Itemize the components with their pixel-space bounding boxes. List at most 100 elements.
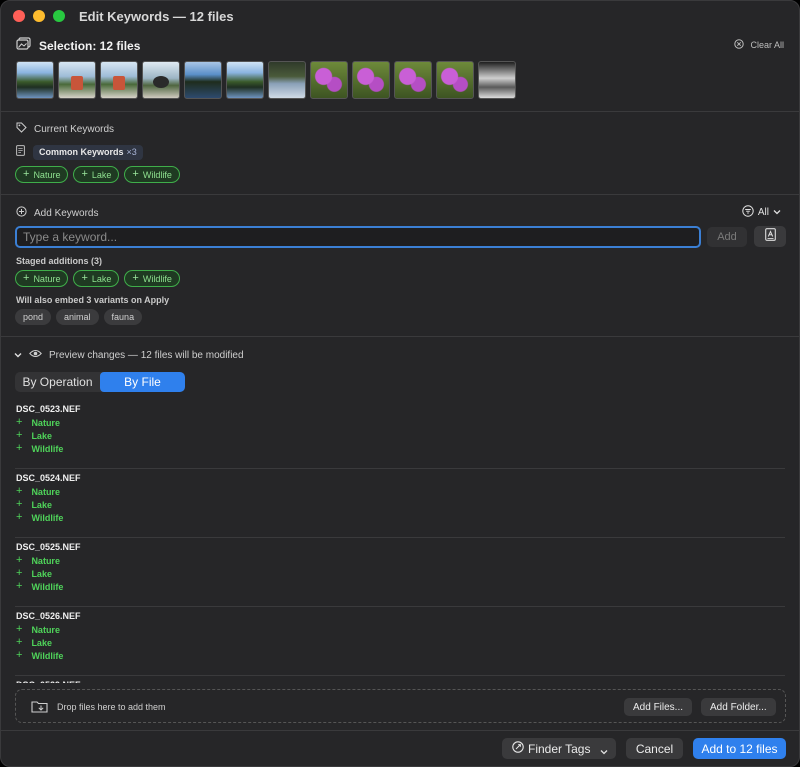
- add-keyword-button[interactable]: Add: [707, 227, 747, 247]
- plus-icon: +: [16, 511, 23, 523]
- plus-icon: +: [23, 272, 30, 284]
- keyword-chip[interactable]: +Lake: [73, 270, 120, 287]
- finder-tags-label: Finder Tags: [528, 741, 591, 756]
- preview-mode-segmented-control: By Operation By File: [15, 372, 185, 392]
- minimize-window-button[interactable]: [33, 10, 45, 22]
- add-operation: +Nature: [16, 555, 60, 567]
- keyword-chip[interactable]: +Lake: [73, 166, 120, 183]
- add-operation: +Wildlife: [16, 442, 63, 455]
- keyword-chip[interactable]: +Nature: [15, 166, 69, 183]
- file-name: DSC_0529.NEF: [16, 680, 81, 683]
- plus-icon: +: [16, 429, 23, 441]
- add-operation: + Lake: [16, 567, 52, 580]
- plus-icon: +: [16, 498, 23, 510]
- window-controls: [13, 10, 65, 22]
- current-keyword-chips: +Nature+Lake+Wildlife: [15, 166, 180, 183]
- variant-chip: animal: [56, 309, 99, 325]
- plus-icon: +: [16, 649, 23, 661]
- plus-icon: +: [16, 623, 23, 635]
- preview-changes-toggle[interactable]: Preview changes — 12 files will be modif…: [14, 349, 244, 361]
- plus-icon: +: [16, 442, 23, 454]
- tag-circle-icon: [512, 741, 524, 756]
- keyword-chip-label: Wildlife: [142, 169, 172, 180]
- close-window-button[interactable]: [13, 10, 25, 22]
- keyword-chip-label: Nature: [33, 169, 61, 180]
- variants-label: Will also embed 3 variants on Apply: [16, 295, 170, 305]
- add-folder-button[interactable]: Add Folder...: [701, 698, 776, 716]
- selection-thumbnail[interactable]: [142, 61, 180, 99]
- keyword-chip-label: Lake: [91, 273, 112, 284]
- tab-by-operation[interactable]: By Operation: [22, 375, 93, 389]
- divider: [1, 111, 799, 112]
- plus-icon: +: [81, 272, 88, 284]
- document-icon: [16, 143, 25, 161]
- selection-thumbnail[interactable]: [310, 61, 348, 99]
- file-name: DSC_0524.NEF: [16, 473, 81, 483]
- keyword-chip-label: Wildlife: [142, 273, 172, 284]
- file-name: DSC_0523.NEF: [16, 404, 81, 414]
- operation-keyword: Nature: [31, 487, 60, 497]
- keyword-chip[interactable]: +Wildlife: [124, 270, 180, 287]
- clear-circle-icon: [734, 39, 745, 51]
- plus-icon: +: [16, 416, 23, 428]
- staged-additions-label: Staged additions (3): [16, 256, 103, 266]
- add-keywords-header: Add Keywords: [16, 206, 98, 220]
- operation-keyword: Wildlife: [31, 513, 64, 523]
- clear-all-button[interactable]: Clear All: [734, 39, 784, 51]
- preview-file-item: DSC_0529.NEF+Nature+Lake+Wildlife: [15, 676, 785, 683]
- selection-thumbnail[interactable]: [268, 61, 306, 99]
- chevron-down-icon: [600, 744, 608, 758]
- title-bar: Edit Keywords — 12 files: [1, 1, 799, 31]
- add-keywords-label: Add Keywords: [34, 207, 99, 219]
- eye-icon: [29, 349, 42, 361]
- add-operation: +Nature: [16, 486, 60, 498]
- operation-keyword: Lake: [31, 500, 52, 510]
- plus-icon: +: [132, 168, 139, 180]
- selection-thumbnails: [16, 61, 516, 99]
- add-operation: +Wildlife: [16, 580, 63, 593]
- selection-thumbnail[interactable]: [16, 61, 54, 99]
- add-operation: + Lake: [16, 498, 52, 511]
- filter-dropdown[interactable]: All: [742, 205, 781, 220]
- tab-by-file[interactable]: By File: [100, 372, 185, 392]
- selection-thumbnail[interactable]: [58, 61, 96, 99]
- drop-zone[interactable]: Drop files here to add them Add Files...…: [15, 689, 786, 723]
- filter-value: All: [757, 207, 769, 218]
- keyword-input[interactable]: [15, 226, 701, 248]
- clear-all-label: Clear All: [750, 40, 784, 50]
- add-operation: + Wildlife: [16, 511, 64, 524]
- selection-thumbnail[interactable]: [436, 61, 474, 99]
- plus-icon: +: [16, 567, 23, 579]
- common-keywords-count: ×3: [126, 147, 137, 157]
- common-keywords-badge[interactable]: Common Keywords ×3: [33, 144, 143, 160]
- current-keywords-label: Current Keywords: [34, 123, 115, 135]
- operation-keyword: Lake: [31, 431, 52, 441]
- finder-tags-button[interactable]: Finder Tags: [502, 738, 616, 759]
- plus-icon: +: [16, 636, 23, 648]
- zoom-window-button[interactable]: [53, 10, 65, 22]
- file-name: DSC_0525.NEF: [16, 542, 81, 552]
- preview-changes-label: Preview changes — 12 files will be modif…: [49, 349, 244, 361]
- operation-keyword: Lake: [31, 569, 52, 579]
- selection-thumbnail[interactable]: [226, 61, 264, 99]
- plus-icon: +: [132, 272, 139, 284]
- selection-thumbnail[interactable]: [100, 61, 138, 99]
- common-keywords-label: Common Keywords: [39, 147, 124, 157]
- selection-thumbnail[interactable]: [184, 61, 222, 99]
- common-keywords-row: Common Keywords ×3: [16, 143, 143, 161]
- preview-file-item: DSC_0524.NEF+Nature+Lake+Wildlife: [15, 469, 785, 538]
- selection-thumbnail[interactable]: [352, 61, 390, 99]
- add-operation: + Lake: [16, 429, 52, 442]
- keyword-chip[interactable]: +Wildlife: [124, 166, 180, 183]
- cancel-button[interactable]: Cancel: [626, 738, 683, 759]
- selection-thumbnail[interactable]: [478, 61, 516, 99]
- selection-thumbnail[interactable]: [394, 61, 432, 99]
- file-name: DSC_0526.NEF: [16, 611, 81, 621]
- add-files-button[interactable]: Add Files...: [624, 698, 693, 716]
- keyword-library-button[interactable]: [754, 226, 786, 247]
- add-to-files-button[interactable]: Add to 12 files: [693, 738, 786, 759]
- keyword-chip[interactable]: +Nature: [15, 270, 69, 287]
- plus-icon: +: [16, 580, 23, 592]
